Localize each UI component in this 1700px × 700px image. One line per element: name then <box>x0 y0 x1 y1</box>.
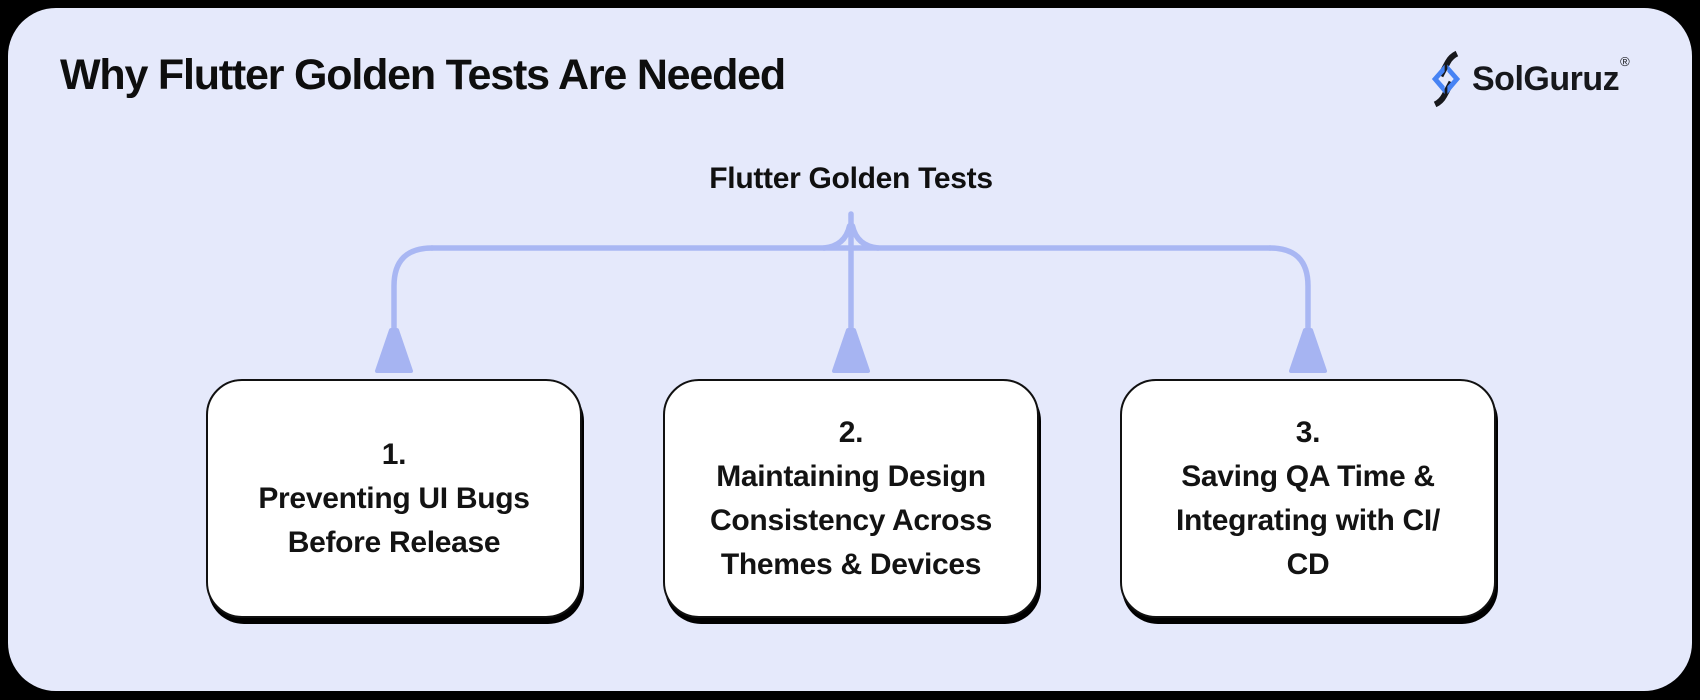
reason-text: Preventing UI Bugs Before Release <box>258 481 530 559</box>
reason-card-1: 1. Preventing UI Bugs Before Release <box>206 379 582 618</box>
connector-fillet-left <box>821 223 853 251</box>
reason-card-3: 3. Saving QA Time & Integrating with CI/… <box>1120 379 1496 618</box>
connector-fillet-right <box>849 223 881 251</box>
solguruz-logo-icon <box>1431 50 1461 108</box>
root-node-label: Flutter Golden Tests <box>709 162 993 195</box>
arrow-foot-center <box>832 328 870 373</box>
connector-left-branch <box>391 245 435 339</box>
page-title: Why Flutter Golden Tests Are Needed <box>60 51 786 99</box>
reason-text: Maintaining Design Consistency Across Th… <box>710 459 992 581</box>
arrow-foot-left <box>375 328 413 373</box>
registered-trademark-symbol: ® <box>1620 54 1630 69</box>
reason-text: Saving QA Time & Integrating with CI/ CD <box>1176 459 1440 581</box>
connector-right-branch <box>1267 245 1311 339</box>
brand-name: SolGuruz <box>1472 59 1620 98</box>
reason-number: 3. <box>1295 415 1321 449</box>
reason-number: 1. <box>381 437 407 471</box>
arrow-foot-right <box>1289 328 1327 373</box>
brand-logo: SolGuruz ® <box>1426 50 1630 108</box>
reason-number: 2. <box>838 415 864 449</box>
reason-card-2: 2. Maintaining Design Consistency Across… <box>663 379 1039 618</box>
